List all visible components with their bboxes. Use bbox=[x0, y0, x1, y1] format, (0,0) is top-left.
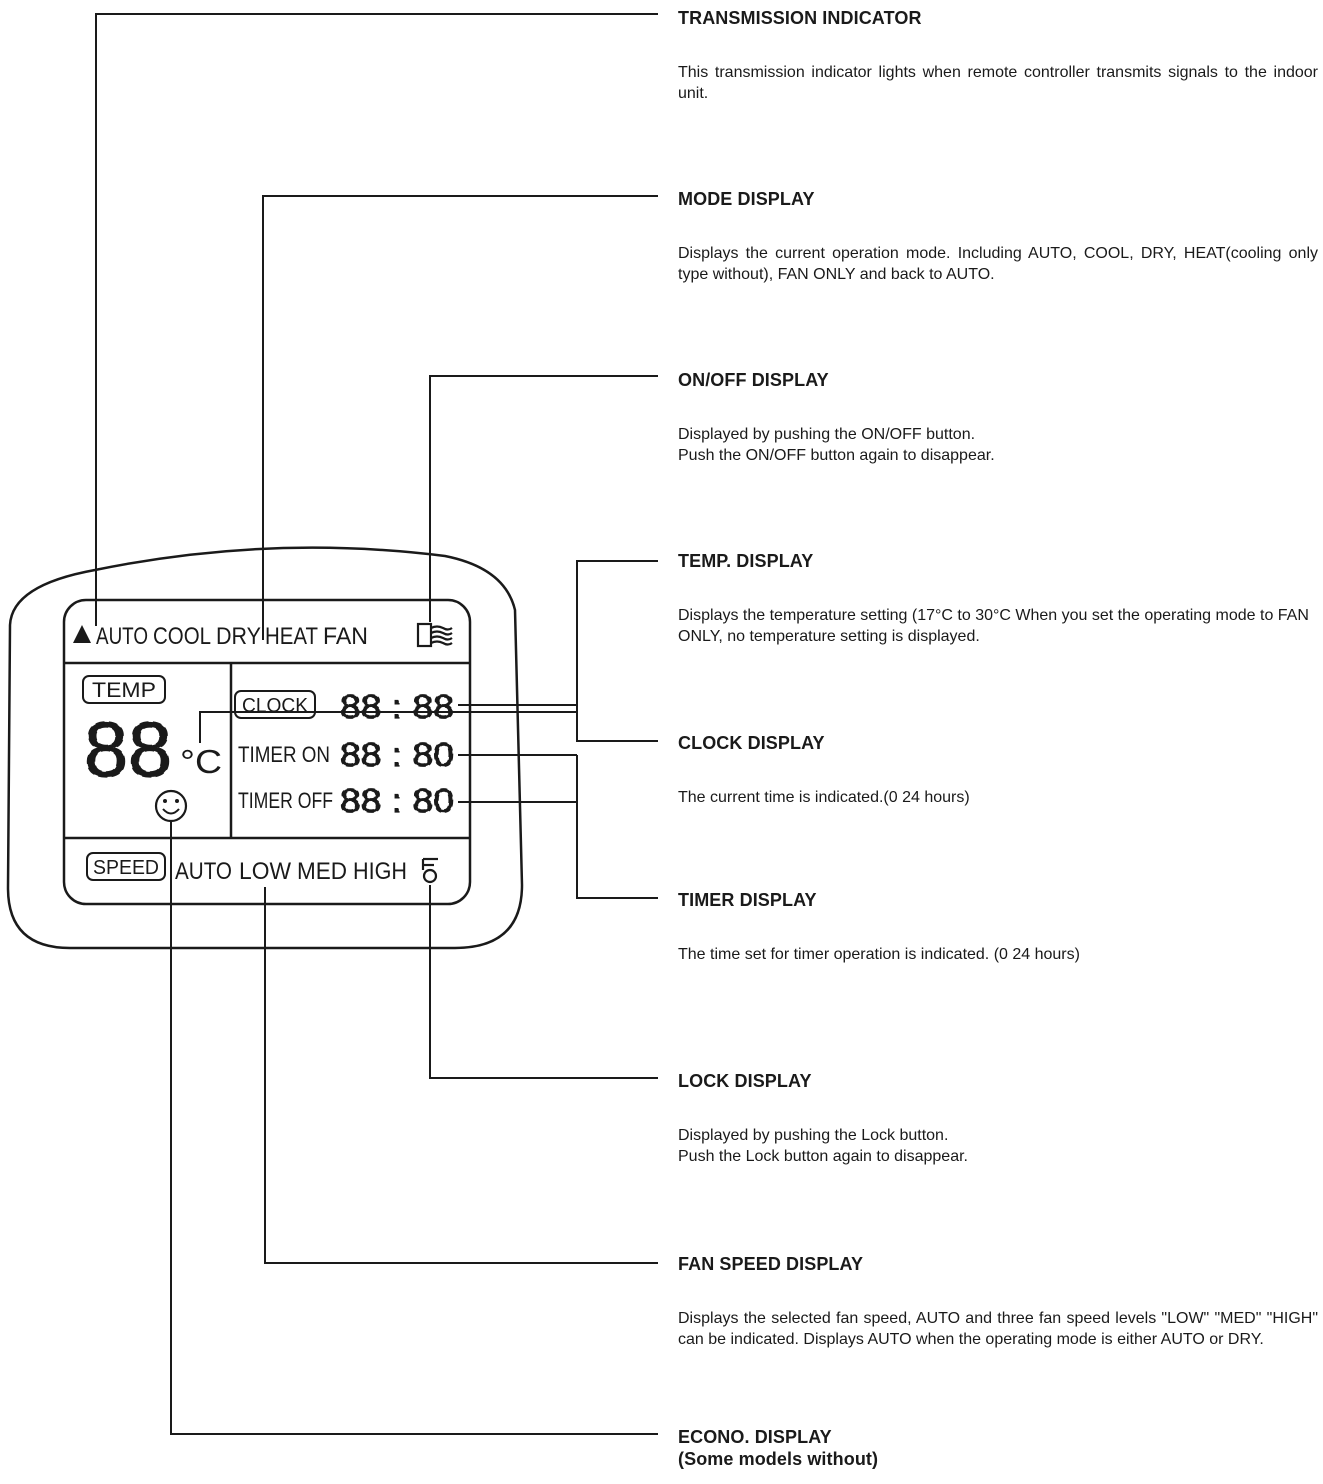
temp-unit-label: °C bbox=[180, 743, 222, 780]
callout-mode: MODE DISPLAY Displays the current operat… bbox=[678, 188, 1318, 285]
callout-body: Displayed by pushing the Lock button. Pu… bbox=[678, 1127, 968, 1165]
callout-body: Displays the current operation mode. Inc… bbox=[678, 245, 1318, 283]
mode-fan-label: FAN bbox=[323, 623, 368, 650]
mode-cool-label: COOL bbox=[153, 623, 211, 650]
leader-timer bbox=[576, 755, 658, 899]
leader-lock bbox=[429, 885, 658, 1079]
callout-title: ON/OFF DISPLAY bbox=[678, 370, 829, 390]
mode-auto-label: AUTO bbox=[96, 623, 148, 650]
callout-temp: TEMP. DISPLAY Displays the temperature s… bbox=[678, 550, 1318, 647]
callout-title: TEMP. DISPLAY bbox=[678, 551, 814, 571]
econo-smiley-icon bbox=[154, 789, 188, 823]
callout-body: The time set for timer operation is indi… bbox=[678, 946, 1080, 963]
mode-dry-label: DRY bbox=[216, 623, 261, 650]
remote-body-outline bbox=[6, 546, 524, 950]
callout-onoff: ON/OFF DISPLAY Displayed by pushing the … bbox=[678, 369, 1318, 466]
callout-title: TRANSMISSION INDICATOR bbox=[678, 8, 922, 28]
callout-timer: TIMER DISPLAY The time set for timer ope… bbox=[678, 889, 1318, 965]
callout-title: ECONO. DISPLAY (Some models without) bbox=[678, 1427, 879, 1469]
callout-title: LOCK DISPLAY bbox=[678, 1071, 812, 1091]
speed-high-label: HIGH bbox=[353, 858, 407, 885]
transmission-triangle-icon bbox=[73, 625, 91, 643]
timer-off-label: TIMER OFF bbox=[238, 788, 333, 813]
speed-auto-label: AUTO bbox=[175, 858, 232, 885]
leader-onoff bbox=[429, 375, 658, 622]
temp-label: TEMP bbox=[92, 679, 156, 702]
callout-title: CLOCK DISPLAY bbox=[678, 733, 825, 753]
speed-low-label: LOW bbox=[239, 858, 291, 885]
callout-body: Displays the selected fan speed, AUTO an… bbox=[678, 1310, 1318, 1348]
callout-econo: ECONO. DISPLAY (Some models without) bbox=[678, 1426, 1318, 1470]
callout-title: MODE DISPLAY bbox=[678, 189, 815, 209]
callout-clock: CLOCK DISPLAY The current time is indica… bbox=[678, 732, 1318, 808]
mode-heat-label: HEAT bbox=[265, 623, 318, 650]
leader-econo bbox=[170, 821, 658, 1435]
leader-transmission bbox=[95, 13, 658, 626]
callout-body: The current time is indicated.(0 24 hour… bbox=[678, 789, 970, 806]
lock-icon bbox=[421, 857, 438, 884]
clock-label-box bbox=[234, 690, 316, 719]
callout-body: Displays the temperature setting (17°C t… bbox=[678, 607, 1309, 645]
timer-off-segment-digits: 88 : 80 bbox=[340, 782, 454, 819]
leader-fanspeed bbox=[264, 887, 658, 1264]
callout-body: Displayed by pushing the ON/OFF button. … bbox=[678, 426, 995, 464]
callout-body: This transmission indicator lights when … bbox=[678, 64, 1318, 102]
callout-transmission: TRANSMISSION INDICATOR This transmission… bbox=[678, 7, 1318, 104]
timer-on-segment-digits: 88 : 80 bbox=[340, 736, 454, 773]
leader-clock bbox=[458, 704, 658, 742]
clock-segment-digits: 88 : 88 bbox=[340, 688, 454, 725]
callout-title: FAN SPEED DISPLAY bbox=[678, 1254, 864, 1274]
speed-label-box bbox=[86, 852, 166, 881]
leader-mode bbox=[262, 195, 658, 640]
clock-label: CLOCK bbox=[242, 695, 309, 717]
temp-segment-digits: 88 bbox=[84, 705, 172, 793]
timer-on-label: TIMER ON bbox=[238, 742, 330, 767]
speed-label: SPEED bbox=[93, 857, 159, 879]
callout-fanspeed: FAN SPEED DISPLAY Displays the selected … bbox=[678, 1253, 1318, 1350]
on-off-icon bbox=[416, 622, 453, 648]
callout-lock: LOCK DISPLAY Displayed by pushing the Lo… bbox=[678, 1070, 1318, 1167]
lcd-frame bbox=[62, 598, 472, 906]
speed-med-label: MED bbox=[297, 858, 347, 885]
temp-label-box bbox=[82, 675, 166, 704]
callout-title: TIMER DISPLAY bbox=[678, 890, 817, 910]
